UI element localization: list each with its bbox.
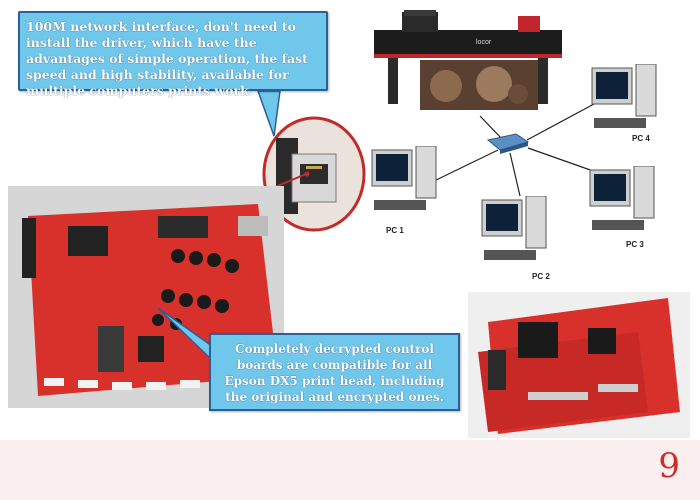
printer-brand: locor xyxy=(476,39,492,46)
pc-1-label: PC 1 xyxy=(386,226,404,235)
callout-pointer xyxy=(256,90,281,137)
pc-3-label: PC 3 xyxy=(626,240,644,249)
network-lines xyxy=(431,103,597,197)
printer-icon: locor xyxy=(374,10,562,110)
pc-4-label: PC 4 xyxy=(632,134,650,143)
pc-2-label: PC 2 xyxy=(532,272,550,281)
page-number: 9 xyxy=(658,446,680,486)
product-slide: locor PC 1 PC 2 PC 3 xyxy=(8,10,690,438)
network-switch-icon xyxy=(486,133,530,154)
footer-band xyxy=(0,440,700,500)
desktop-computer-icon xyxy=(589,166,655,230)
network-interface-callout: 100M network interface, don't need to in… xyxy=(18,11,328,98)
desktop-computer-icon xyxy=(591,64,657,128)
desktop-computer-icon xyxy=(481,196,547,260)
stacked-boards-photo xyxy=(468,292,690,438)
desktop-computer-icon xyxy=(371,146,437,210)
decrypted-board-callout: Completely decrypted control boards are … xyxy=(209,333,460,411)
